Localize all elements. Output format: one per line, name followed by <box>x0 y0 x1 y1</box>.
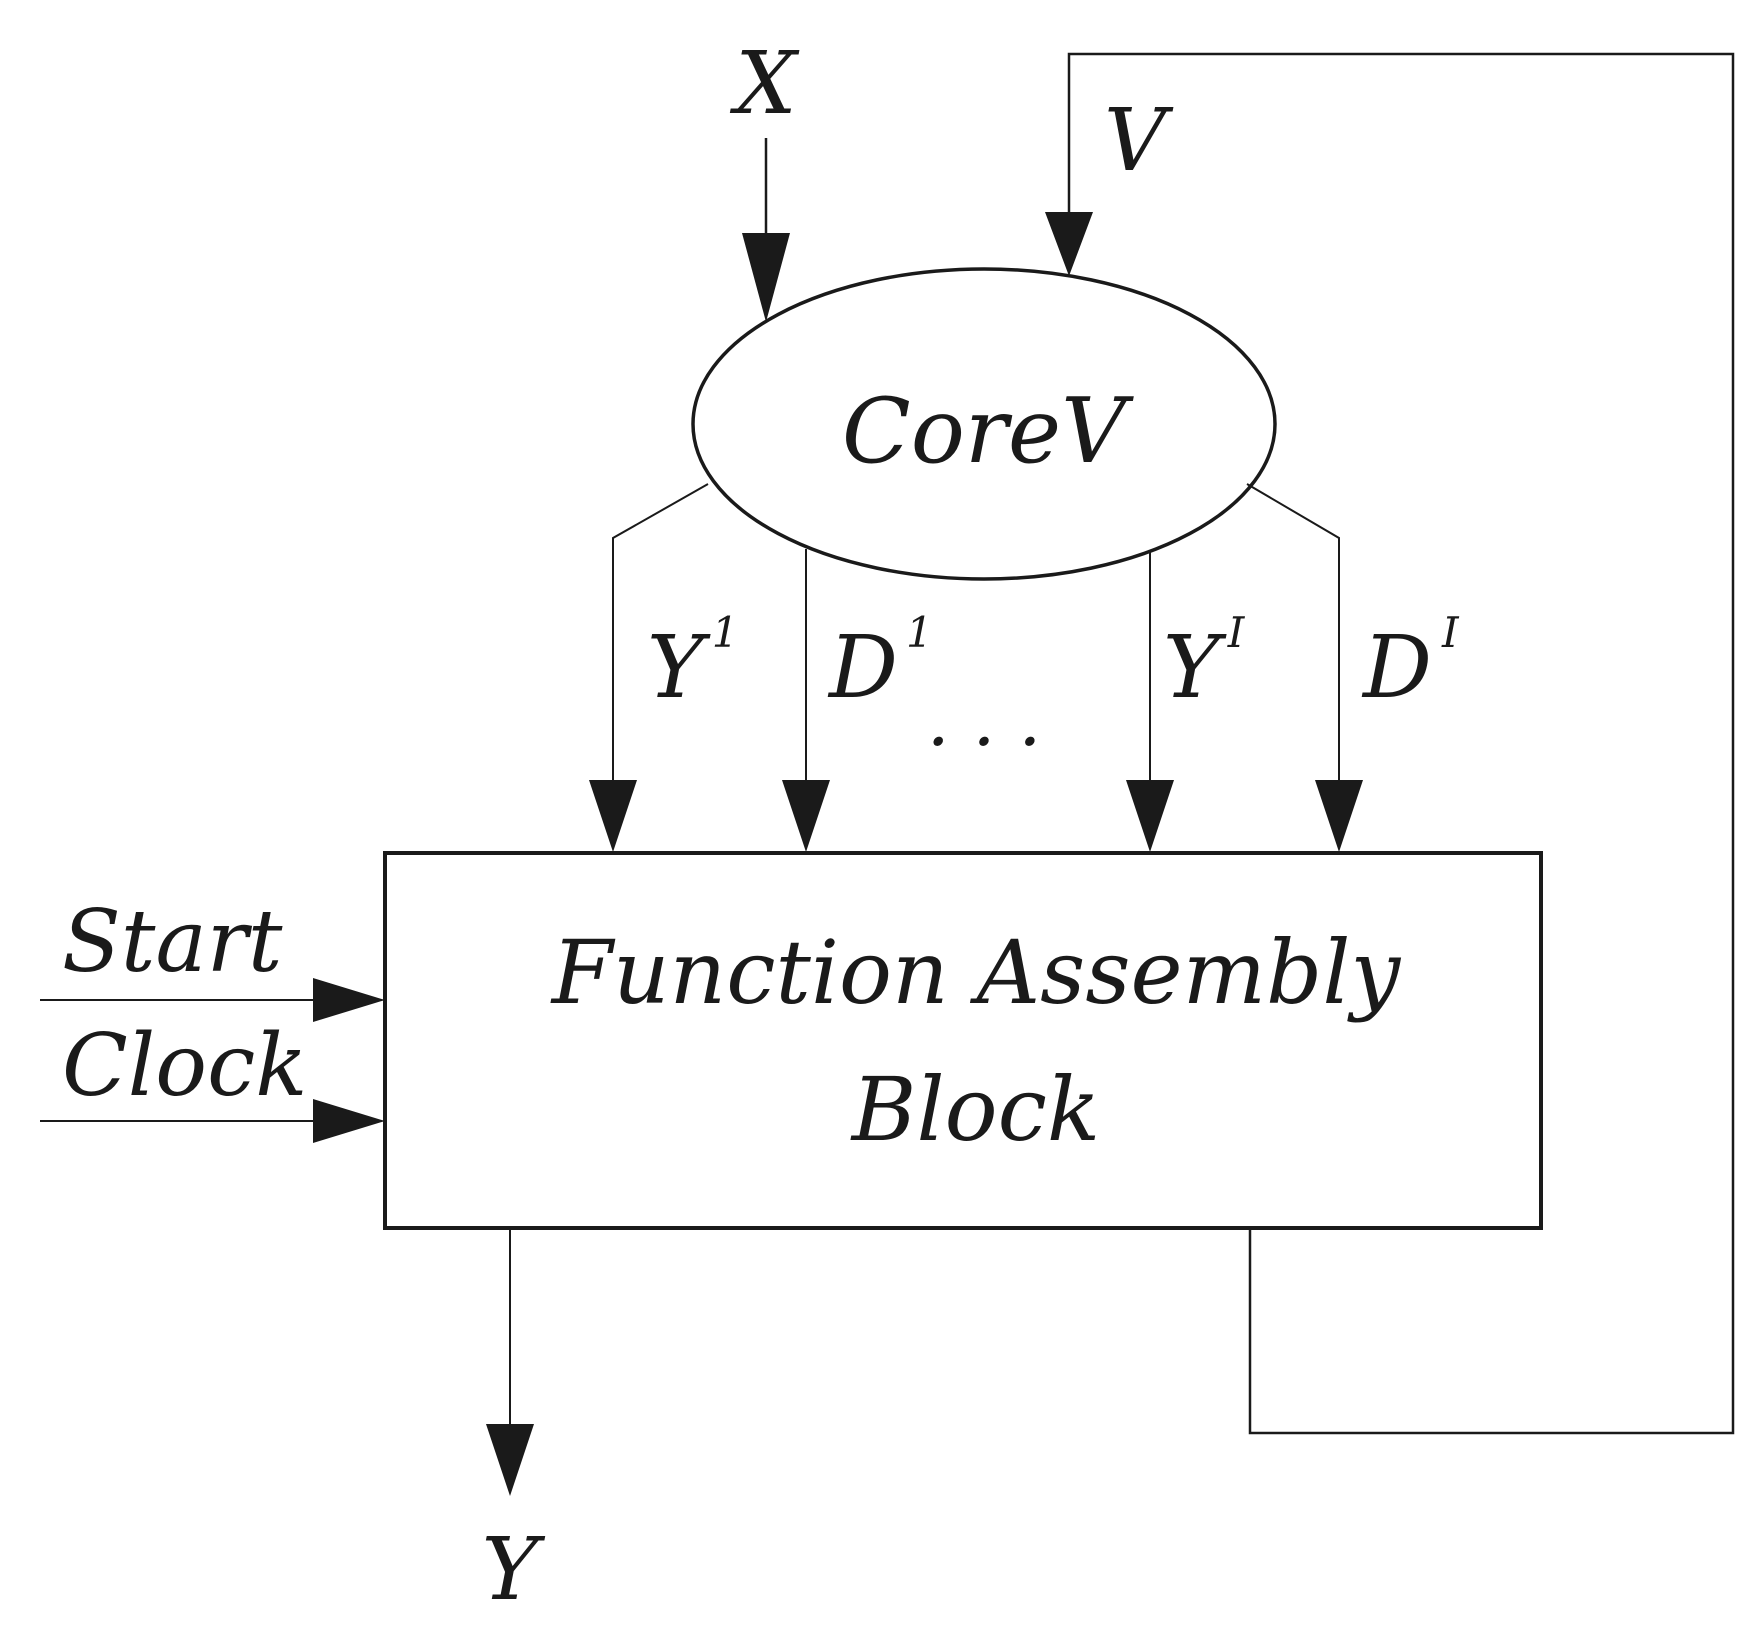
y1-superscript: 1 <box>712 608 739 657</box>
d1-base: D <box>827 618 898 718</box>
d1-superscript: 1 <box>906 608 933 657</box>
y1-base: Y <box>647 618 711 718</box>
ellipsis: . . . <box>927 678 1041 762</box>
x-input-arrow <box>742 138 790 322</box>
function-assembly-block <box>383 851 1543 1230</box>
y1-arrow <box>589 483 709 852</box>
di-base: D <box>1361 618 1432 718</box>
start-input-arrow <box>40 978 385 1022</box>
x-label: X <box>729 34 800 134</box>
clock-label: Clock <box>62 1016 307 1116</box>
di-superscript: I <box>1441 608 1460 657</box>
yi-base: Y <box>1163 618 1227 718</box>
v-feedback-loop <box>1045 52 1735 1435</box>
block-label-line2: Block <box>850 1058 1100 1161</box>
yi-superscript: I <box>1227 608 1246 657</box>
v-label: V <box>1104 91 1174 191</box>
core-v-label: CoreV <box>842 379 1134 484</box>
core-v-ellipse <box>691 267 1277 581</box>
di-arrow <box>1246 483 1363 852</box>
block-label-line1: Function Assembly <box>550 921 1402 1024</box>
start-label: Start <box>62 892 283 992</box>
clock-input-arrow <box>40 1099 385 1143</box>
d1-arrow <box>782 549 830 852</box>
y-output-arrow <box>486 1228 534 1496</box>
y-output-label: Y <box>482 1520 546 1620</box>
yi-arrow <box>1126 551 1174 852</box>
